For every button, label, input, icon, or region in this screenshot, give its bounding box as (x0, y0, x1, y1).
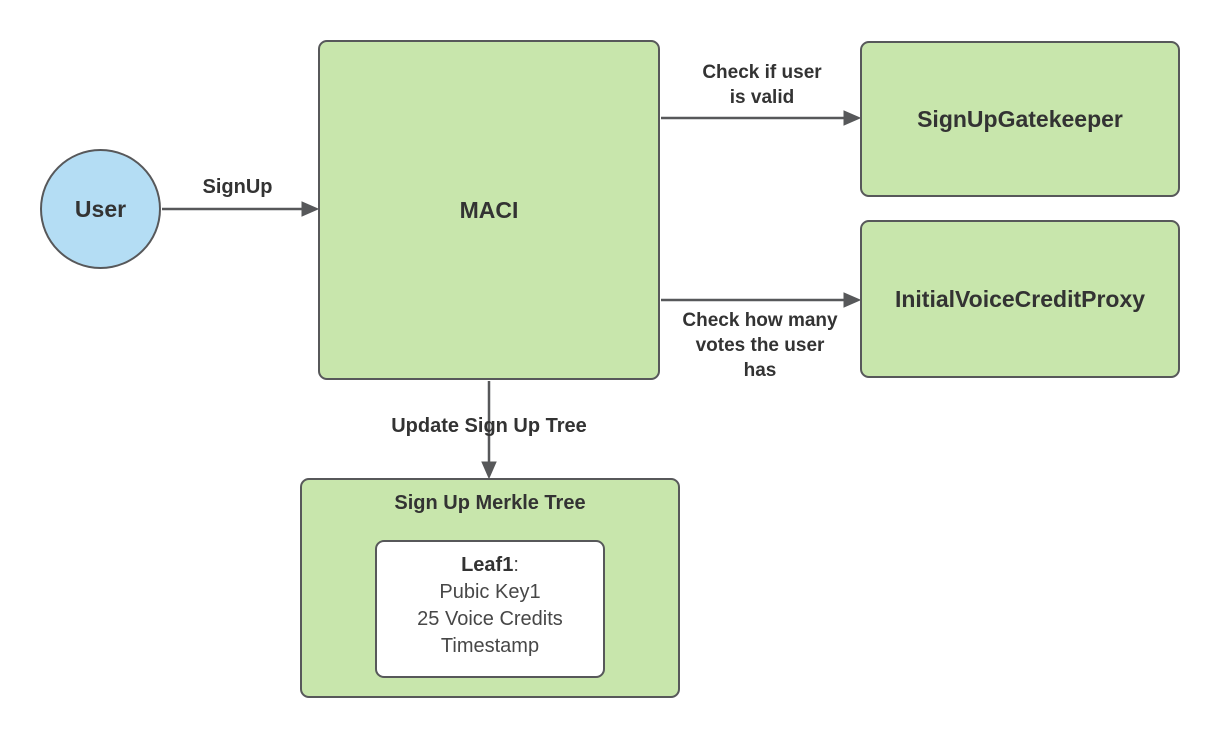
edge-check-valid-arrowhead (843, 110, 862, 126)
leaf-voice-credits-line: 25 Voice Credits (417, 608, 563, 630)
merkle-tree-title: Sign Up Merkle Tree (394, 492, 586, 514)
edge-check-votes-arrowhead (843, 292, 862, 308)
edge-check-valid-label-line1: Check if user (702, 62, 822, 83)
node-signup-gatekeeper: SignUpGatekeeper (860, 41, 1180, 197)
leaf-timestamp-line: Timestamp (440, 635, 540, 657)
node-user-label: User (74, 195, 127, 222)
node-initial-voice-credit-proxy: InitialVoiceCreditProxy (860, 220, 1180, 378)
edge-check-valid-arrow (661, 110, 862, 126)
leaf-colon: : (513, 554, 519, 576)
node-maci: MACI (318, 40, 660, 380)
leaf-name: Leaf1 (461, 554, 514, 576)
node-initial-voice-credit-proxy-label: InitialVoiceCreditProxy (894, 285, 1146, 312)
edge-check-votes-label-line3: has (743, 360, 777, 381)
edge-update-tree-arrow (481, 381, 497, 480)
edge-check-valid-label-line2: is valid (729, 87, 795, 108)
node-user: User (40, 149, 161, 269)
edge-check-votes-label: Check how many votes the user has (662, 308, 858, 383)
edge-signup-arrowhead (301, 201, 320, 217)
edge-update-tree-arrowhead (481, 461, 497, 480)
node-signup-gatekeeper-label: SignUpGatekeeper (917, 105, 1123, 132)
edge-signup-label: SignUp (202, 176, 273, 198)
edge-check-valid-label: Check if user is valid (672, 60, 852, 110)
edge-check-votes-label-line1: Check how many (682, 310, 838, 331)
edge-update-tree-label: Update Sign Up Tree (391, 415, 587, 437)
edge-check-votes-arrow (661, 292, 862, 308)
node-maci-label: MACI (459, 196, 519, 223)
leaf-public-key-line: Pubic Key1 (439, 581, 541, 603)
leaf-title-line: Leaf1: (377, 552, 603, 579)
merkle-leaf-card: Leaf1: Pubic Key1 25 Voice Credits Times… (375, 540, 605, 678)
edge-signup-arrow (162, 201, 320, 217)
edge-check-votes-label-line2: votes the user (695, 335, 825, 356)
